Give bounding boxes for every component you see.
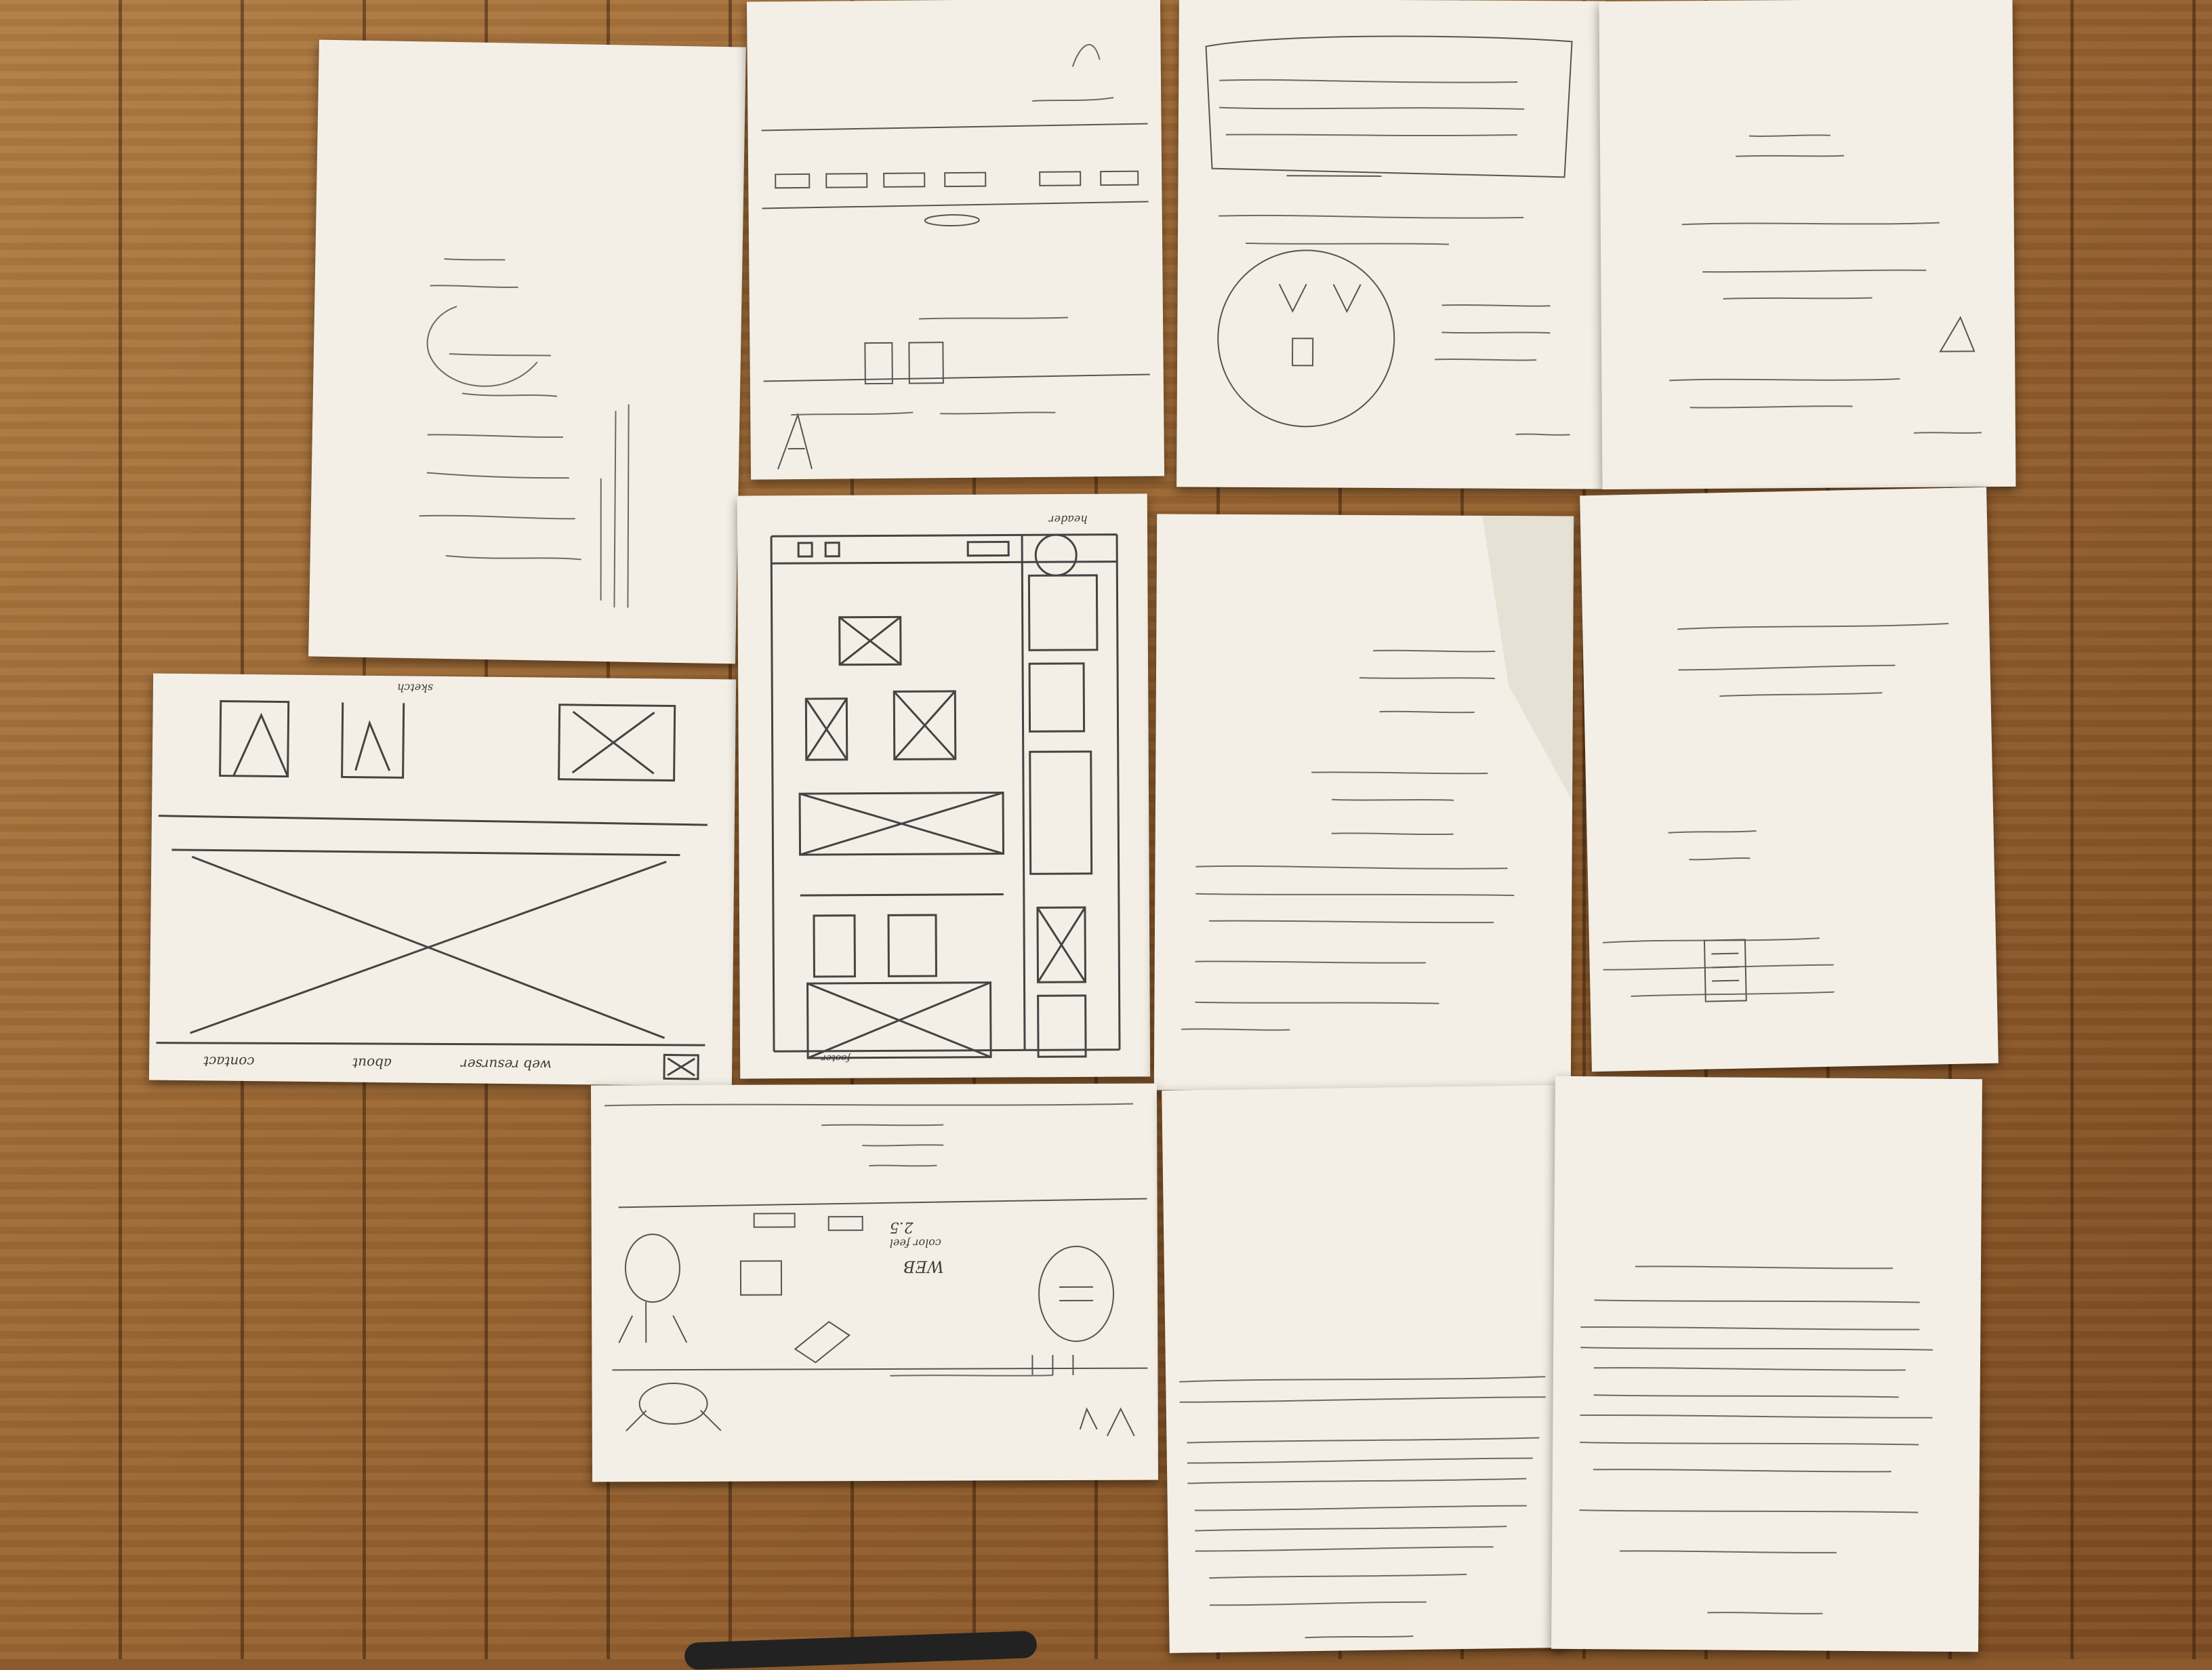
footer-nav-text: footer: [821, 1052, 851, 1063]
sheet-handwritten-list: [308, 39, 746, 664]
sheet-circle-notes: [1176, 0, 1606, 489]
footer-link-contact: contact: [203, 1053, 255, 1071]
sheet-long-notes: [1162, 1084, 1566, 1654]
sheet-wireframe-timeline: [746, 0, 1165, 480]
sheet-notes-right: [1580, 487, 1999, 1072]
sheet-notes-top-right: [1599, 0, 2016, 490]
sheet-notes-middle: [1153, 514, 1574, 1093]
sketch-label-color-feel: color feel: [889, 1236, 941, 1250]
sheet-character-sketch: WEB color feel 2.5: [590, 1083, 1159, 1482]
sketch-caption: WEB: [903, 1257, 944, 1276]
sketch-label-number: 2.5: [889, 1218, 914, 1236]
footer-link-resurser: web resurser: [461, 1056, 552, 1074]
footer-link-about: about: [352, 1055, 392, 1072]
sheet-wireframe-landscape: web resurser about contact sketch: [148, 673, 737, 1086]
mobile-header-label: header: [1048, 512, 1088, 527]
header-text: sketch: [396, 681, 434, 695]
sheet-notes-bottom-right: [1551, 1076, 1982, 1652]
sheet-wireframe-mobile: header footer: [737, 493, 1151, 1079]
